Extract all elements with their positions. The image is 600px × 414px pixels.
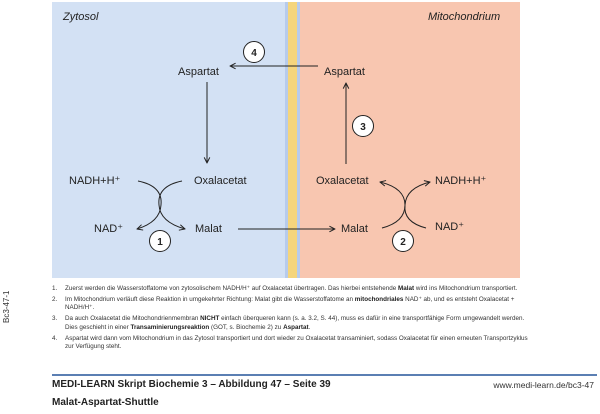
step-emphasis: mitochondriales — [354, 296, 404, 303]
step-emphasis: Transaminierungsreaktion — [130, 323, 210, 331]
malat-mito-label: Malat — [341, 223, 368, 235]
mitochondrium-compartment — [300, 2, 520, 278]
step-emphasis: Aspartat — [283, 323, 309, 331]
arc-oxalacetat-to-malat — [158, 180, 185, 229]
step-text: Aspartat wird dann vom Mitochondrium in … — [65, 334, 528, 351]
footer-divider — [52, 374, 597, 376]
zytosol-label: Zytosol — [63, 11, 99, 23]
step-emphasis: NICHT — [200, 315, 220, 323]
step-item: 2. Im Mitochondrium verläuft diese Reakti… — [52, 296, 532, 313]
nadh-cytosol-label: NADH+H⁺ — [69, 175, 121, 187]
step-item: 1. Zuerst werden die Wasserstoffatome von… — [52, 285, 532, 293]
step-number: 3. — [52, 315, 58, 323]
svg-text:3: 3 — [360, 122, 366, 133]
oxalacetat-mito-label: Oxalacetat — [316, 175, 369, 187]
figure-code: Bc3-47-1 — [2, 290, 11, 323]
aspartat-cytosol-label: Aspartat — [178, 66, 219, 78]
shuttle-diagram: Aspartat Oxalacetat Malat NADH+H⁺ NAD⁺ A… — [69, 41, 487, 252]
step-number: 2. — [52, 296, 58, 303]
nad-mito-label: NAD⁺ — [435, 221, 464, 233]
step-text: . — [308, 323, 311, 331]
step-badge-1: 1 — [149, 230, 171, 252]
membrane-outer-edge — [297, 2, 300, 278]
arc-malat-to-oxalacetat — [380, 182, 406, 229]
arc-nadh-to-nad — [137, 180, 162, 229]
step-number: 4. — [52, 334, 58, 342]
arc-nad-to-nadh — [404, 182, 430, 229]
mitochondrial-membrane — [288, 2, 297, 278]
step-text: (GOT, s. Biochemie 2) zu — [209, 323, 284, 331]
step-text: Im Mitochondrium verläuft diese Reaktion… — [65, 296, 355, 303]
step-badge-3: 3 — [352, 115, 374, 137]
step-item: 3. Da auch Oxalacetat die Mitochondrienme… — [52, 315, 532, 332]
figure-subtitle: Malat-Aspartat-Shuttle — [52, 397, 159, 408]
nadh-mito-label: NADH+H⁺ — [435, 175, 487, 187]
nad-cytosol-label: NAD⁺ — [94, 223, 123, 235]
step-text: Zuerst werden die Wasserstoffatome von z… — [65, 285, 399, 292]
svg-text:2: 2 — [400, 237, 406, 248]
step-text: einfach überqueren kann (s. a. 3.2, S. 4… — [65, 315, 525, 331]
step-badge-4: 4 — [243, 41, 265, 63]
step-badge-2: 2 — [392, 230, 414, 252]
step-descriptions: 1. Zuerst werden die Wasserstoffatome von… — [52, 285, 532, 354]
mitochondrium-label: Mitochondrium — [428, 11, 501, 23]
membrane-inner-edge — [285, 2, 288, 278]
oxalacetat-cytosol-label: Oxalacetat — [194, 175, 247, 187]
step-emphasis: Malat — [398, 285, 415, 292]
step-text: NAD⁺ ab, und es entsteht Oxalacetat + NA… — [65, 296, 515, 312]
footer-url-link[interactable]: www.medi-learn.de/bc3-47 — [493, 380, 594, 390]
step-number: 1. — [52, 285, 58, 292]
step-item: 4. Aspartat wird dann vom Mitochondrium i… — [52, 335, 532, 352]
svg-text:4: 4 — [251, 48, 257, 59]
malat-cytosol-label: Malat — [195, 223, 222, 235]
step-text: Da auch Oxalacetat die Mitochondrienmemb… — [65, 315, 201, 323]
footer-title: MEDI-LEARN Skript Biochemie 3 – Abbildun… — [52, 379, 331, 390]
aspartat-mito-label: Aspartat — [324, 66, 365, 78]
step-text: wird ins Mitochondrium transportiert. — [414, 285, 518, 292]
svg-text:1: 1 — [157, 237, 163, 248]
